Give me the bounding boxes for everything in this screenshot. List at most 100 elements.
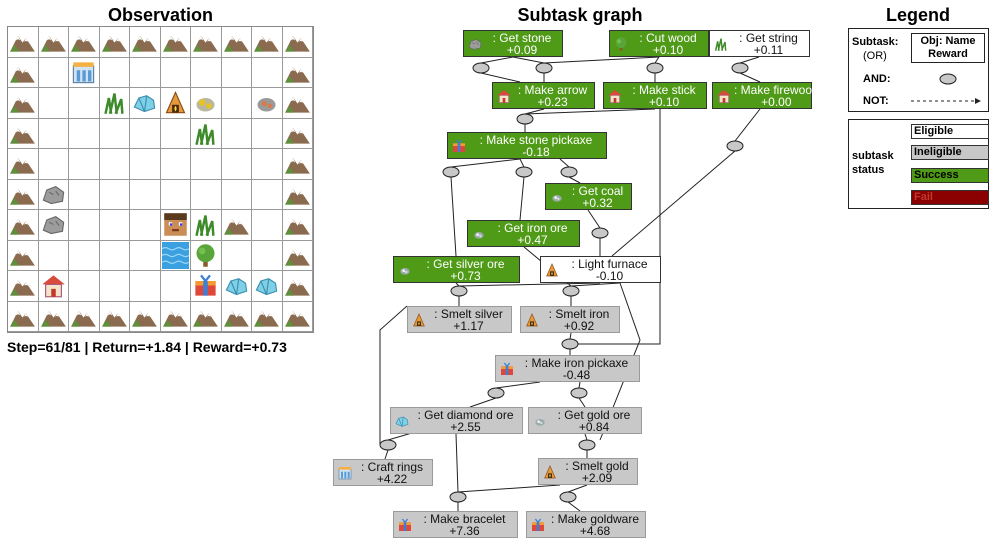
grid-cell: [69, 149, 100, 180]
chest-icon: [451, 138, 467, 154]
graph-edge: [450, 176, 457, 257]
legend-and-label: AND:: [863, 73, 891, 85]
subtask-node-make-firewood: : Make firewood+0.00: [712, 82, 819, 109]
grid-cell: [252, 271, 283, 302]
legend-title: Legend: [885, 5, 950, 25]
and-node: [472, 62, 490, 74]
chest-icon: [192, 272, 219, 299]
grid-cell: [160, 118, 191, 149]
tree-icon: [192, 242, 219, 269]
house-icon: [716, 88, 732, 104]
mountain-icon: [284, 211, 311, 238]
chest-icon: [397, 517, 413, 533]
subtask-reward: +4.22: [376, 471, 408, 486]
and-node: [578, 439, 596, 451]
subtask-reward: +0.47: [517, 232, 548, 247]
grid-cell: [282, 57, 313, 88]
grid-cell: [8, 27, 39, 58]
grid-cell: [130, 149, 161, 180]
subtask-name: : Make goldware: [550, 511, 640, 526]
graph-edge: [567, 484, 588, 493]
graph-edge: [739, 56, 760, 64]
subtask-reward: +0.09: [506, 42, 538, 57]
subtask-name: : Get string: [739, 30, 798, 45]
and-node: [487, 387, 505, 399]
legend-fail: Fail: [911, 190, 989, 205]
subtask-node-make-stick: : Make stick+0.10: [603, 82, 707, 109]
and-node: [450, 285, 468, 297]
grid-cell: [130, 179, 161, 210]
graph-edge: [384, 449, 389, 460]
grid-cell: [130, 118, 161, 149]
subtask-reward: +0.84: [578, 419, 610, 434]
legend-status-label-2: status: [852, 164, 885, 176]
subtask-node-get-silver-ore: : Get silver ore+0.73: [393, 256, 520, 283]
grid-cell: [8, 210, 39, 241]
subtask-name: : Make stone pickaxe: [479, 132, 593, 147]
house-icon: [496, 88, 512, 104]
grass-icon: [192, 120, 219, 147]
subtask-reward: +0.23: [537, 94, 568, 109]
separator: |: [80, 339, 93, 355]
grid-cell: [191, 149, 222, 180]
grid-cell: [99, 27, 130, 58]
mountain-icon: [284, 59, 311, 86]
grid-cell: [69, 271, 100, 302]
grass-icon: [192, 211, 219, 238]
legend-subtask-label: Subtask:: [852, 36, 899, 48]
water-icon: [161, 241, 189, 269]
grid-cell: [38, 88, 69, 119]
grass-icon: [101, 89, 128, 116]
mountain-icon: [9, 211, 36, 238]
grid-cell: [99, 179, 130, 210]
graph-edge: [480, 72, 521, 83]
workspace-icon: [70, 59, 97, 86]
diamond-icon: [131, 89, 158, 116]
furnace-icon: [542, 464, 558, 480]
grid-cell: [69, 118, 100, 149]
graph-edge: [512, 56, 545, 64]
subtask-name: : Make firewood: [734, 82, 819, 97]
grid-cell: [221, 210, 252, 241]
ore-icon: [397, 262, 413, 278]
grid-cell: [69, 301, 100, 332]
subtask-node-smelt-iron: : Smelt iron+0.92: [520, 306, 620, 333]
grid-cell: [191, 240, 222, 271]
subtask-reward: +2.55: [450, 419, 481, 434]
grid-cell: [191, 57, 222, 88]
subtask-node-smelt-gold: : Smelt gold+2.09: [538, 458, 638, 485]
reward-value: Reward=+0.73: [192, 339, 287, 355]
agent-icon: [162, 211, 189, 238]
grid-cell: [69, 210, 100, 241]
mountain-icon: [284, 28, 311, 55]
grass-icon: [713, 36, 729, 52]
mountain-icon: [9, 59, 36, 86]
grid-cell: [8, 301, 39, 332]
grid-cell: [160, 88, 191, 119]
grid-cell: [252, 88, 283, 119]
grid-cell: [8, 271, 39, 302]
legend-success: Success: [911, 168, 989, 183]
graph-edge: [739, 72, 761, 83]
mountain-icon: [9, 150, 36, 177]
mountain-icon: [284, 120, 311, 147]
ore-icon: [549, 189, 565, 205]
legend-status-box: subtask status Eligible Ineligible Succe…: [848, 119, 989, 209]
graph-edge: [469, 397, 497, 408]
mountain-icon: [9, 272, 36, 299]
grid-cell: [160, 149, 191, 180]
grid-cell: [99, 118, 130, 149]
subtask-name: : Get iron ore: [497, 220, 568, 235]
iron-ore-icon: [253, 89, 280, 116]
tree-icon: [613, 36, 629, 52]
and-node-icon: [939, 73, 957, 85]
subtask-name: : Smelt iron: [548, 306, 610, 321]
mountain-icon: [9, 120, 36, 147]
grid-cell: [221, 27, 252, 58]
diamond-icon: [394, 413, 410, 429]
grid-cell: [99, 210, 130, 241]
grid-cell: [99, 149, 130, 180]
graph-edge: [734, 108, 761, 142]
grid-cell: [8, 179, 39, 210]
and-node: [560, 166, 578, 178]
